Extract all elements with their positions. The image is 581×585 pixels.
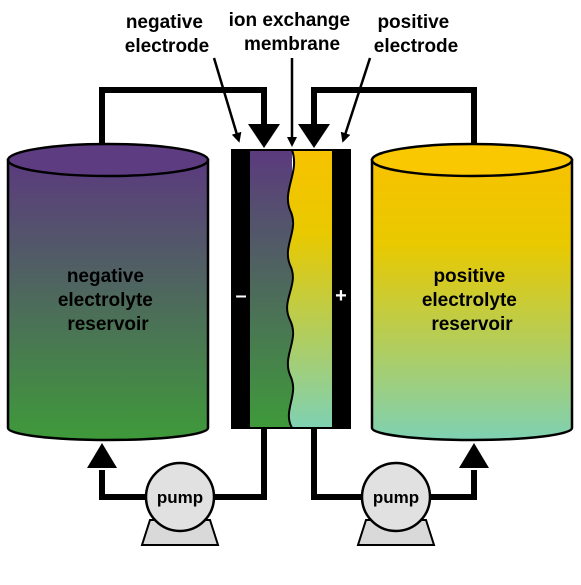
label-negative-reservoir: negative electrolyte reservoir (58, 266, 158, 335)
label-negative-electrode-line2: electrode (125, 36, 209, 57)
pipe-negative-top (99, 87, 267, 150)
positive-sign: + (335, 285, 347, 307)
pipe-negative-return (99, 470, 146, 500)
label-positive-reservoir-line2: electrolyte (422, 290, 517, 311)
pump-right: pump (356, 461, 436, 546)
label-negative-electrode-line1: negative (126, 12, 203, 33)
pump-left-label: pump (157, 488, 203, 507)
pipe-negative-bottom (214, 428, 267, 500)
pipe-positive-bottom (311, 428, 362, 500)
pump-left: pump (140, 461, 220, 546)
pipe-positive-top (311, 87, 477, 150)
ion-exchange-membrane (286, 149, 296, 429)
label-positive-reservoir: positive electrolyte reservoir (422, 266, 522, 335)
label-negative-reservoir-line1: negative (67, 266, 144, 287)
pump-right-label: pump (373, 488, 419, 507)
arrow-positive-cell-in (298, 124, 330, 148)
negative-electrode (232, 150, 250, 428)
flow-cell: – + (231, 149, 351, 429)
negative-reservoir-tank (6, 142, 210, 442)
leader-positive-electrode (340, 57, 372, 143)
label-negative-electrode: negative electrode (125, 12, 209, 57)
label-positive-electrode: positive electrode (374, 12, 458, 57)
arrow-negative-cell-in (248, 124, 280, 148)
label-positive-electrode-line2: electrode (374, 36, 458, 57)
negative-half-cell (250, 150, 292, 428)
leader-negative-electrode (212, 57, 242, 143)
label-positive-reservoir-line3: reservoir (431, 314, 513, 335)
label-negative-reservoir-line2: electrolyte (58, 290, 153, 311)
label-negative-reservoir-line3: reservoir (67, 314, 149, 335)
label-membrane-line2: membrane (244, 34, 340, 55)
positive-reservoir-tank (370, 142, 574, 442)
label-membrane: ion exchange membrane (229, 10, 356, 55)
piping (99, 87, 477, 500)
label-positive-reservoir-line1: positive (433, 266, 505, 287)
label-positive-electrode-line1: positive (377, 12, 449, 33)
positive-electrode (332, 150, 350, 428)
arrow-positive-tank-in (459, 443, 489, 468)
negative-sign: – (235, 285, 246, 307)
positive-half-cell (287, 150, 332, 428)
pipe-positive-return (430, 470, 477, 500)
leader-arrows (212, 57, 372, 147)
label-membrane-line1: ion exchange (229, 10, 350, 31)
flow-arrowheads (87, 124, 489, 468)
arrow-negative-tank-in (87, 443, 117, 468)
